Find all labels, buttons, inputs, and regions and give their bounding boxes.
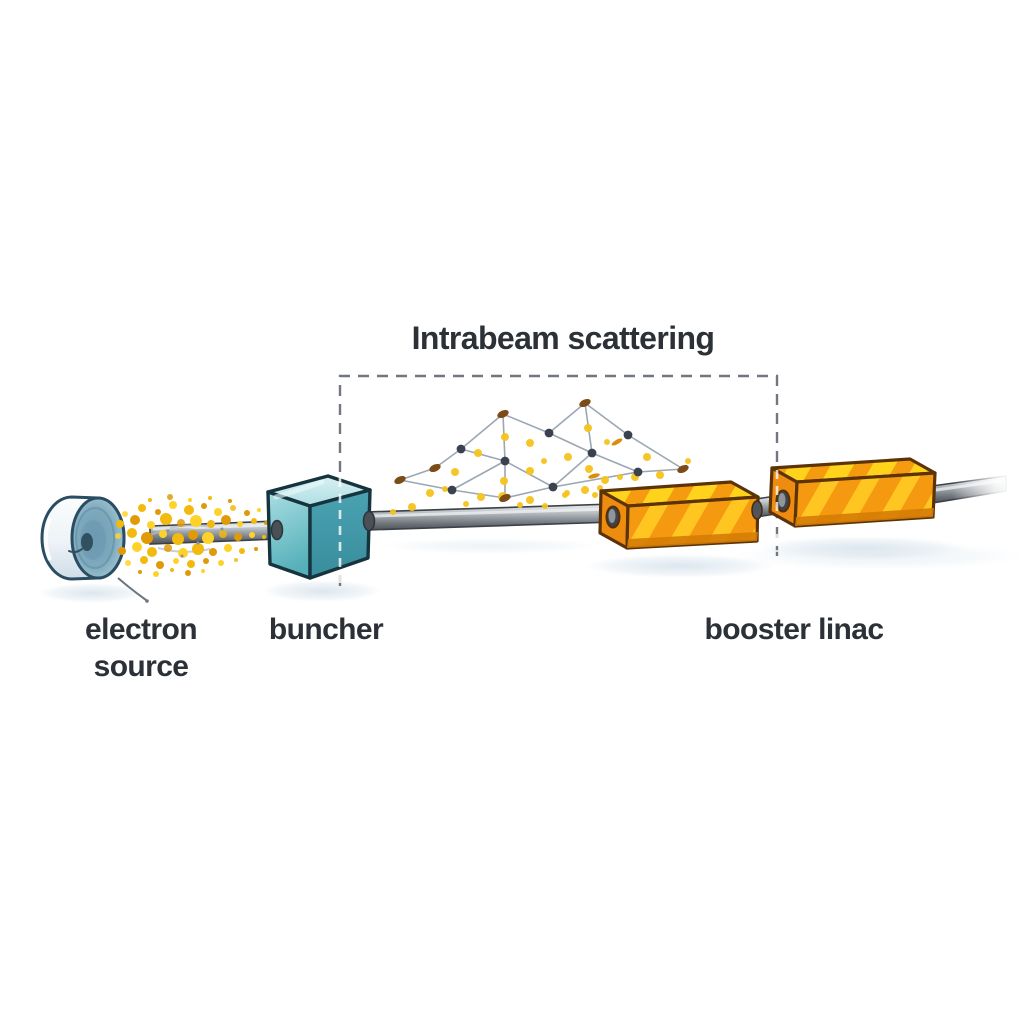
label-electron-source-line2: source bbox=[93, 650, 189, 683]
booster-linac-box-1 bbox=[598, 480, 763, 550]
buncher-illustration bbox=[266, 474, 376, 580]
beam-pipe-segment-2 bbox=[365, 503, 616, 531]
label-buncher: buncher bbox=[268, 613, 384, 646]
pipe-collar-linac1-out bbox=[751, 500, 763, 520]
label-electron-source-line1: electron bbox=[85, 613, 198, 646]
scatter-mesh-edges bbox=[399, 402, 684, 499]
pipe-collar-buncher-in bbox=[270, 519, 284, 541]
intrabeam-scattering-label: Intrabeam scattering bbox=[411, 320, 715, 356]
label-booster-linac: booster linac bbox=[704, 613, 885, 646]
cathode bbox=[81, 533, 93, 551]
label-electron-source: electron source bbox=[85, 611, 198, 685]
electron-spray-particles bbox=[115, 494, 268, 577]
source-leader-line bbox=[117, 577, 147, 601]
ground-shadows bbox=[38, 536, 1024, 603]
beam-pipe-fade bbox=[952, 470, 1014, 508]
pipe-collar-buncher-out bbox=[362, 510, 376, 532]
electron-spray-flecks bbox=[166, 527, 224, 558]
scatter-mesh-nodes bbox=[394, 398, 689, 503]
electron-source-illustration bbox=[40, 495, 149, 603]
booster-linac-box-2 bbox=[768, 457, 937, 528]
